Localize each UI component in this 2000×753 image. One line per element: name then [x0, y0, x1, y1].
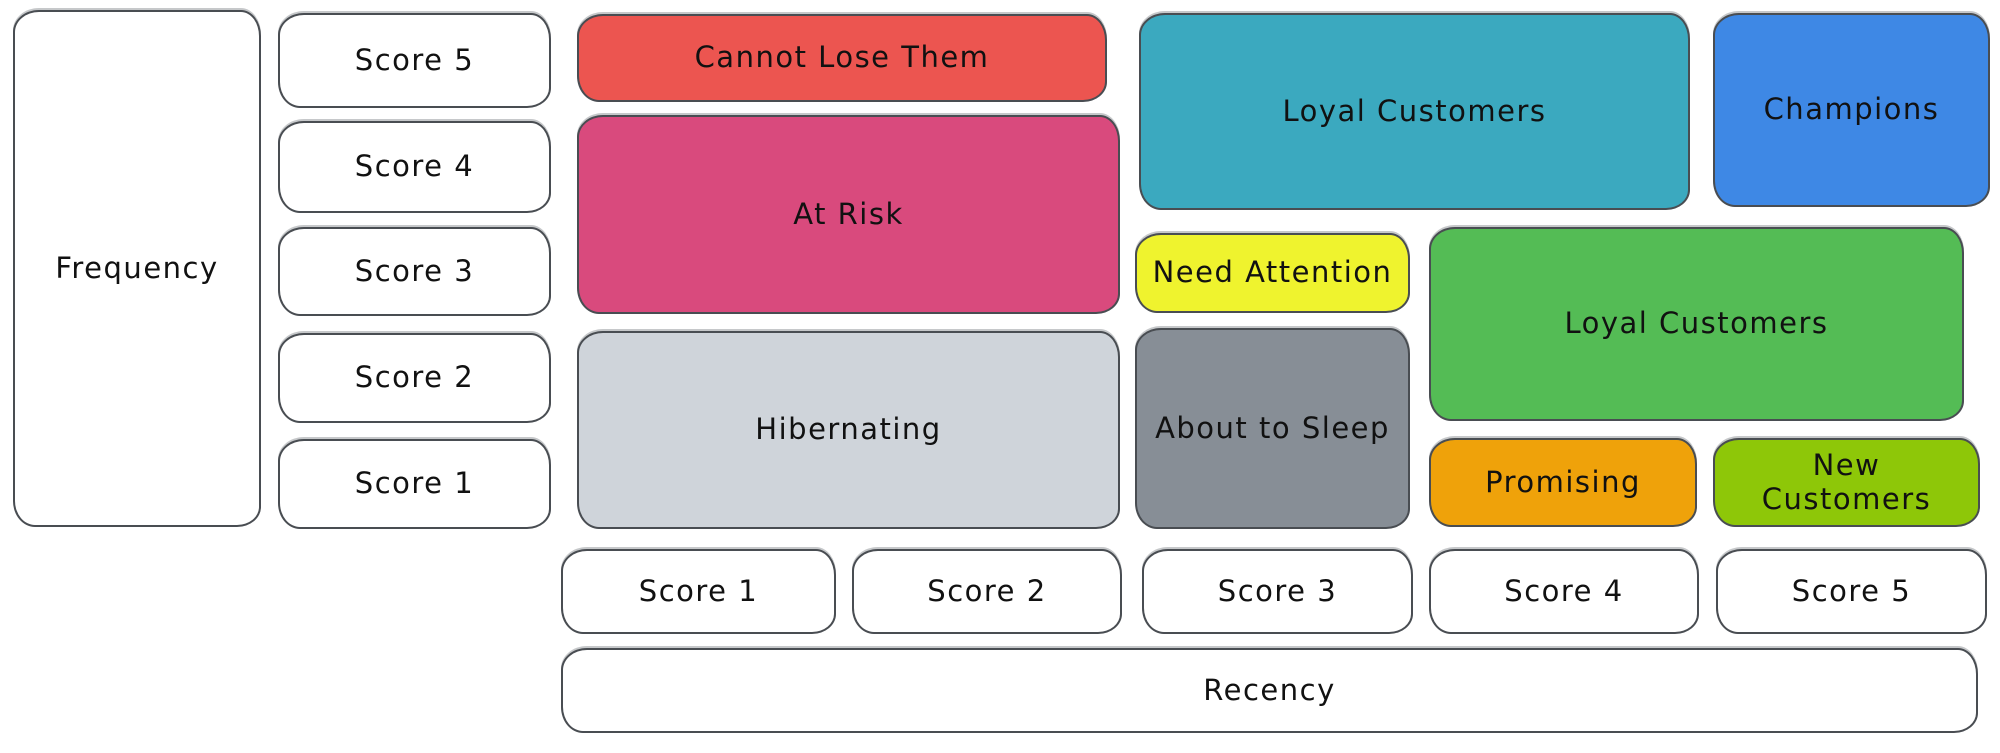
- segment-need-attention[interactable]: Need Attention: [1135, 233, 1410, 313]
- frequency-axis-box[interactable]: Frequency: [13, 10, 261, 527]
- segment-new-customers[interactable]: New Customers: [1713, 438, 1980, 527]
- score-label: Score 2: [927, 573, 1047, 608]
- score-label: Score 3: [1217, 573, 1338, 608]
- segment-label: About to Sleep: [1155, 410, 1390, 445]
- recency-score-3-box[interactable]: Score 3: [1142, 549, 1413, 634]
- score-label: Score 4: [354, 149, 475, 184]
- frequency-score-3-box[interactable]: Score 3: [278, 227, 551, 316]
- segment-label: Champions: [1763, 92, 1940, 127]
- score-label: Score 5: [1791, 573, 1912, 608]
- segment-label: At Risk: [793, 196, 904, 231]
- segment-loyal-customers-top[interactable]: Loyal Customers: [1139, 13, 1690, 210]
- score-label: Score 1: [354, 466, 475, 501]
- segment-label: Loyal Customers: [1282, 93, 1547, 128]
- frequency-score-1-box[interactable]: Score 1: [278, 439, 551, 529]
- segment-at-risk[interactable]: At Risk: [577, 115, 1120, 314]
- segment-label: Cannot Lose Them: [694, 40, 990, 75]
- recency-score-1-box[interactable]: Score 1: [561, 549, 836, 634]
- score-label: Score 3: [354, 253, 475, 288]
- segment-hibernating[interactable]: Hibernating: [577, 331, 1120, 529]
- recency-axis-box[interactable]: Recency: [561, 648, 1978, 733]
- segment-loyal-customers[interactable]: Loyal Customers: [1429, 227, 1964, 421]
- score-label: Score 4: [1504, 573, 1624, 608]
- segment-label: Need Attention: [1152, 255, 1393, 290]
- recency-score-5-box[interactable]: Score 5: [1716, 549, 1987, 634]
- segment-promising[interactable]: Promising: [1429, 438, 1697, 527]
- segment-label: New Customers: [1761, 448, 1932, 516]
- frequency-axis-label: Frequency: [55, 250, 219, 285]
- frequency-score-2-box[interactable]: Score 2: [278, 333, 551, 423]
- score-label: Score 1: [638, 573, 759, 608]
- segment-label: Hibernating: [755, 412, 942, 447]
- recency-score-4-box[interactable]: Score 4: [1429, 549, 1699, 634]
- score-label: Score 2: [354, 360, 475, 395]
- segment-champions[interactable]: Champions: [1713, 13, 1990, 207]
- recency-score-2-box[interactable]: Score 2: [852, 549, 1122, 634]
- segment-label: Loyal Customers: [1564, 306, 1829, 341]
- segment-label: Promising: [1485, 464, 1641, 499]
- recency-axis-label: Recency: [1203, 672, 1336, 707]
- segment-cannot-lose-them[interactable]: Cannot Lose Them: [577, 14, 1107, 102]
- segment-about-to-sleep[interactable]: About to Sleep: [1135, 328, 1410, 529]
- frequency-score-4-box[interactable]: Score 4: [278, 121, 551, 213]
- score-label: Score 5: [354, 42, 475, 77]
- frequency-score-5-box[interactable]: Score 5: [278, 13, 551, 108]
